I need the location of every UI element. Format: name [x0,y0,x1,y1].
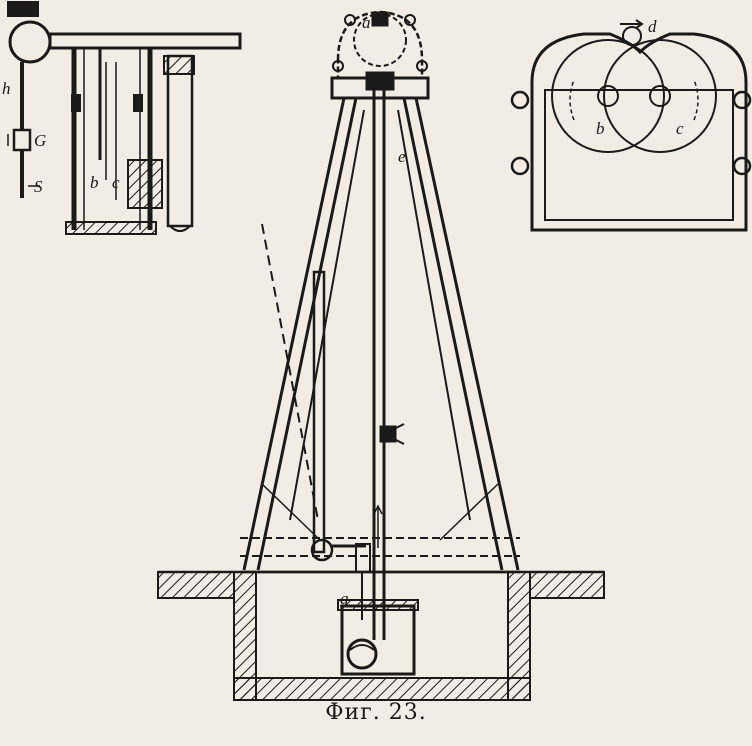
label-d: d [648,17,657,36]
label-h: h [2,79,11,98]
label-b-inset: b [90,173,99,192]
label-S: S [34,177,43,196]
label-c-pulley: c [676,119,684,138]
label-c-inset: c [112,173,120,192]
figure-caption: Фиг. 23. [325,700,427,725]
label-a: a [362,13,371,32]
label-G: G [34,131,46,150]
ground-pit [157,570,605,701]
tripod-apparatus [240,10,520,640]
label-b-pulley: b [596,119,605,138]
label-e: e [398,147,406,166]
label-g: g [340,589,349,608]
inset-top-left [7,1,242,235]
inset-top-right [510,19,752,232]
